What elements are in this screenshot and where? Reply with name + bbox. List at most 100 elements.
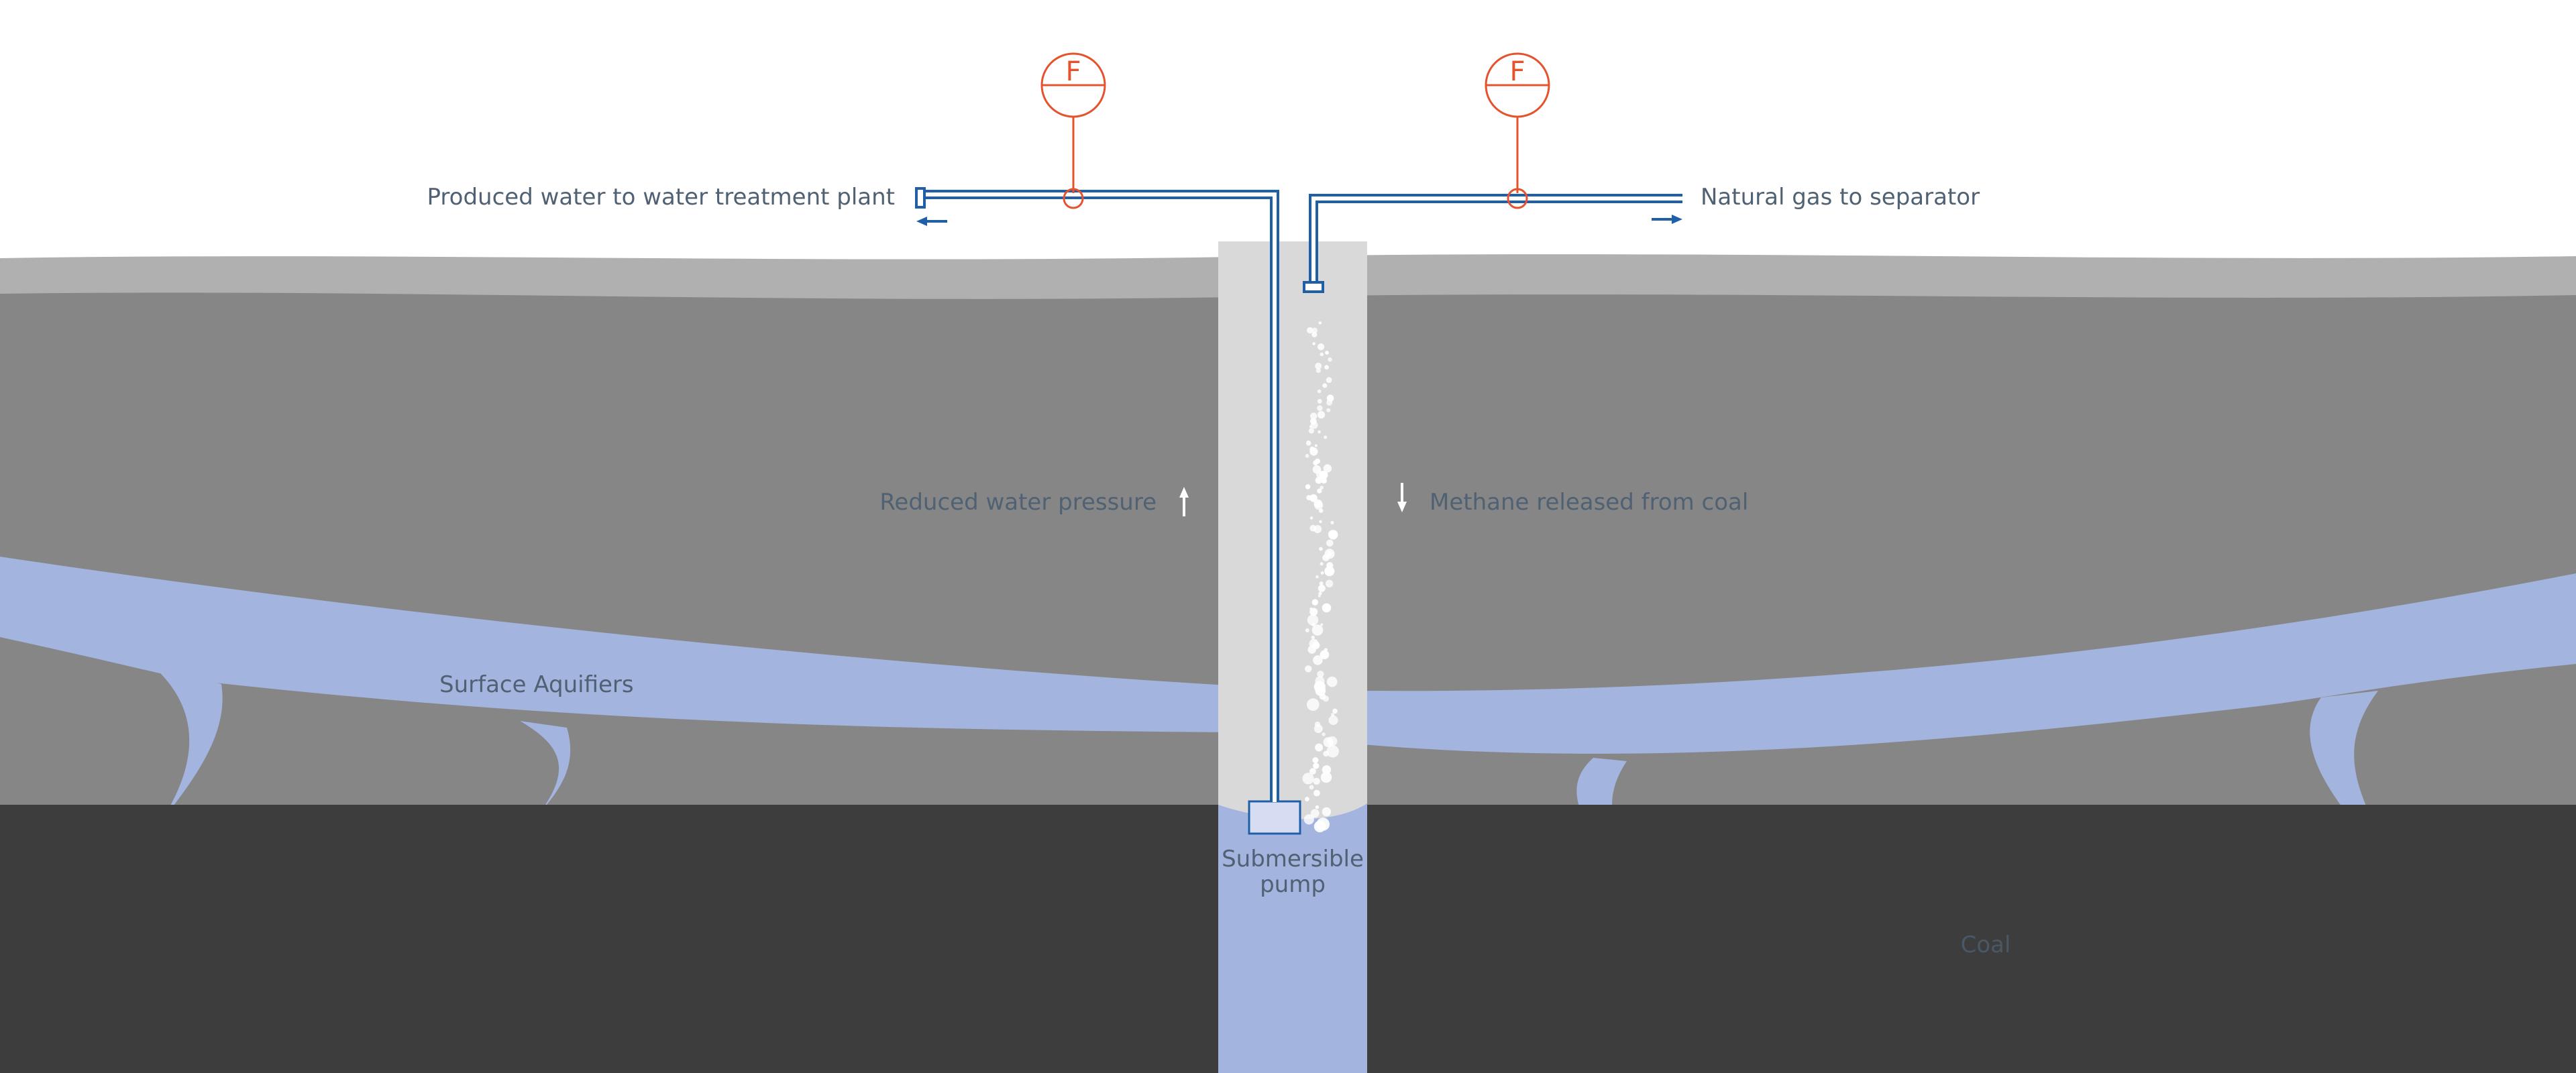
methane-bubble	[1311, 623, 1315, 626]
gas-flow-arrow-icon	[1652, 215, 1682, 224]
coal-label: Coal	[1961, 931, 2011, 958]
methane-bubble	[1324, 365, 1329, 370]
methane-bubble	[1305, 665, 1312, 673]
aquifer-root-2	[483, 721, 571, 875]
methane-bubble	[1305, 628, 1309, 632]
methane-bubble	[1322, 807, 1332, 817]
methane-bubble	[1325, 579, 1334, 587]
methane-bubble	[1320, 352, 1324, 357]
methane-bubble	[1325, 351, 1329, 355]
pump-label-line1: Submersible	[1222, 846, 1364, 872]
methane-bubble	[1319, 547, 1323, 551]
methane-bubble	[1313, 820, 1326, 833]
methane-bubble	[1315, 477, 1323, 484]
methane-bubble	[1322, 765, 1332, 775]
methane-bubble	[1316, 470, 1324, 479]
methane-bubble	[1324, 566, 1335, 577]
methane-bubble	[1320, 771, 1332, 783]
methane-bubble	[1318, 343, 1325, 351]
methane-bubble	[1322, 383, 1328, 388]
methane-bubble	[1313, 777, 1320, 785]
methane-bubble	[1309, 768, 1316, 775]
methane-bubble	[1311, 599, 1319, 606]
methane-bubble	[1309, 446, 1315, 452]
methane-bubble	[1317, 488, 1322, 494]
down-arrow-icon	[1397, 483, 1407, 512]
methane-bubble	[1321, 477, 1327, 484]
aquifer-left	[0, 557, 1228, 732]
aquifer-root-1	[131, 667, 223, 862]
methane-bubble	[1323, 464, 1332, 473]
methane-bubble	[1307, 698, 1320, 711]
methane-bubble	[1327, 736, 1338, 746]
methane-bubble	[1317, 398, 1322, 404]
natural-gas-label: Natural gas to separator	[1701, 184, 1980, 211]
methane-bubble	[1326, 408, 1331, 412]
water-pipe-inner	[919, 192, 1277, 802]
methane-bubble	[1328, 357, 1332, 362]
methane-bubble	[1303, 814, 1314, 825]
water-flow-arrow-icon	[916, 217, 947, 226]
methane-bubble	[1324, 435, 1328, 439]
methane-bubble	[1309, 608, 1318, 616]
methane-bubble	[1312, 342, 1316, 345]
methane-bubble	[1311, 331, 1318, 337]
gas-flow-meter: F	[1485, 52, 1550, 209]
methane-bubble	[1317, 389, 1322, 394]
methane-bubble	[1318, 594, 1321, 598]
methane-bubble	[1328, 715, 1338, 726]
methane-bubble	[1326, 399, 1333, 406]
methane-bubble	[1314, 500, 1324, 510]
methane-bubble	[1320, 486, 1324, 490]
methane-bubble	[1320, 562, 1324, 566]
methane-bubble	[1318, 430, 1321, 434]
methane-bubble	[1319, 520, 1322, 523]
methane-bubble	[1311, 624, 1324, 636]
methane-bubble	[1320, 650, 1330, 659]
methane-bubble	[1308, 428, 1314, 434]
submersible-pump	[1248, 800, 1301, 835]
methane-bubble	[1326, 676, 1338, 687]
methane-released-label: Methane released from coal	[1430, 489, 1748, 516]
methane-bubble	[1320, 623, 1324, 626]
gas-pipe-inner	[1311, 196, 1682, 287]
surface-aquifiers-label: Surface Aquifiers	[439, 671, 634, 698]
methane-bubble	[1307, 645, 1316, 654]
gas-meter-letter: F	[1509, 56, 1525, 87]
water-flow-meter: F	[1040, 52, 1106, 209]
methane-bubbles	[1302, 321, 1339, 833]
produced-water-label: Produced water to water treatment plant	[427, 184, 895, 211]
water-pipe-end-cap	[915, 187, 926, 209]
methane-bubble	[1307, 327, 1313, 334]
methane-bubble	[1310, 412, 1318, 420]
methane-bubble	[1332, 708, 1338, 714]
methane-bubble	[1322, 732, 1326, 736]
methane-bubble	[1322, 554, 1330, 561]
methane-bubble	[1316, 575, 1319, 579]
aquifer-right	[1362, 573, 2576, 754]
methane-bubble	[1317, 410, 1326, 419]
pump-label-line2: pump	[1260, 871, 1326, 898]
methane-bubble	[1309, 785, 1314, 790]
methane-bubble	[1310, 421, 1318, 429]
methane-bubble	[1315, 362, 1322, 370]
methane-bubble	[1313, 763, 1320, 769]
methane-bubble	[1318, 584, 1326, 592]
methane-bubble	[1323, 750, 1330, 757]
gas-pipe-intake	[1303, 281, 1324, 293]
methane-bubble	[1326, 377, 1332, 384]
methane-bubble	[1319, 581, 1324, 585]
methane-bubble	[1330, 520, 1334, 525]
methane-bubble	[1310, 809, 1320, 818]
methane-bubble	[1317, 671, 1324, 678]
methane-bubble	[1313, 655, 1323, 665]
methane-bubble	[1309, 516, 1313, 520]
methane-bubble	[1326, 539, 1334, 547]
methane-bubble	[1318, 591, 1322, 596]
methane-bubble	[1312, 757, 1319, 763]
methane-bubble	[1315, 743, 1324, 752]
methane-bubble	[1328, 530, 1334, 536]
methane-bubble	[1313, 724, 1323, 734]
methane-bubble	[1318, 508, 1324, 513]
